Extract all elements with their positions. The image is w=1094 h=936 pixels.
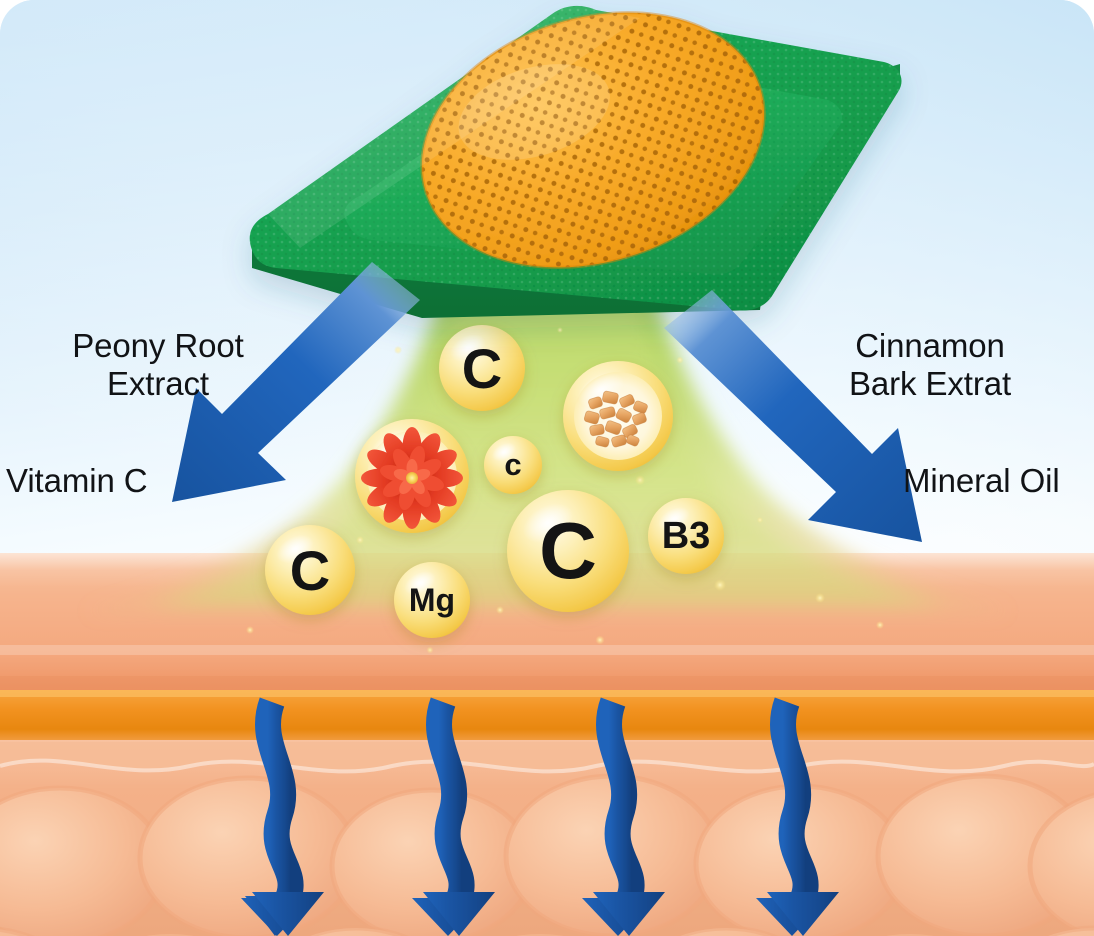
label-cinnamon-bark-extract: Cinnamon Bark Extrat [848,327,1012,402]
label-vitamin-c: Vitamin C [6,462,148,499]
cinnamon-bark-icon [583,390,648,448]
label-mineral-oil: Mineral Oil [903,462,1060,499]
bubble-bark [563,361,673,471]
bubble-peony [355,419,469,533]
bubble-c-left [265,525,355,615]
peony-flower-icon [361,427,463,529]
bubble-b3 [648,498,724,574]
bubble-c-big [507,490,629,612]
bubble-mg [394,562,470,638]
label-peony-root-extract: Peony Root Extract [72,327,244,402]
mist-sparkles [246,297,884,654]
arrow-left [172,262,420,502]
bubble-c-small [484,436,542,494]
bubble-c-top [439,325,525,411]
arrow-right [664,290,922,542]
